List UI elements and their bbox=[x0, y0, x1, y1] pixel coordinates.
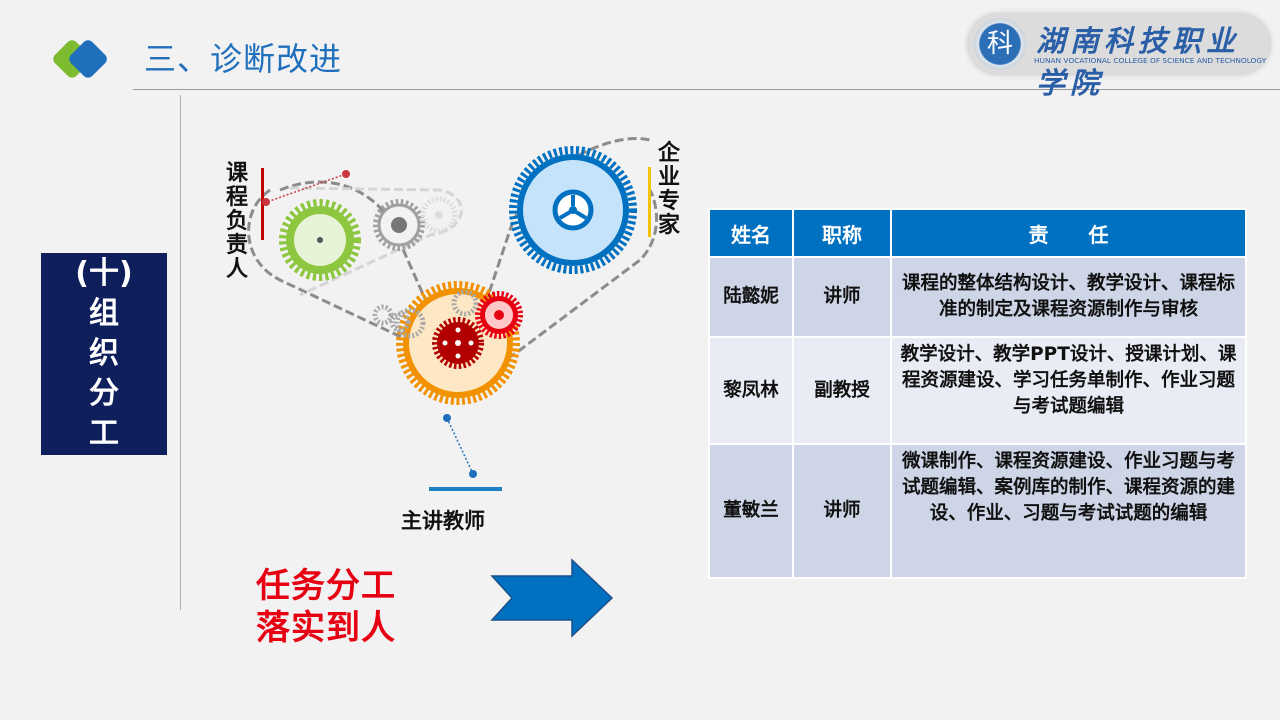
college-logo: 科 湖南科技职业学院 HUNAN VOCATIONAL COLLEGE OF S… bbox=[968, 14, 1270, 100]
enterprise-expert-marker bbox=[648, 167, 651, 237]
section-char: 分 bbox=[89, 376, 119, 411]
slogan: 任务分工 落实到人 bbox=[256, 565, 396, 649]
cell-title: 讲师 bbox=[794, 445, 890, 577]
light-gray-gear bbox=[420, 196, 458, 234]
cell-name: 董敏兰 bbox=[710, 445, 792, 577]
cell-duty: 教学设计、教学PPT设计、授课计划、课程资源建设、学习任务单制作、作业习题与考试… bbox=[892, 338, 1245, 443]
role-label-enterprise-expert: 企业专家 bbox=[657, 141, 680, 238]
column-header-name: 姓名 bbox=[710, 210, 792, 256]
cell-duty: 微课制作、课程资源建设、作业习题与考试题编辑、案例库的制作、课程资源的建设、作业… bbox=[892, 445, 1245, 577]
section-char: 织 bbox=[89, 336, 119, 371]
column-header-title: 职称 bbox=[794, 210, 890, 256]
blue-gear bbox=[509, 146, 637, 274]
cell-name: 陆懿妮 bbox=[710, 258, 792, 336]
vertical-divider bbox=[180, 95, 181, 610]
section-char: 工 bbox=[89, 416, 119, 451]
cell-title: 副教授 bbox=[794, 338, 890, 443]
section-char: 组 bbox=[89, 296, 119, 331]
slogan-line: 任务分工 bbox=[256, 566, 396, 606]
table-header-row: 姓名 职称 责 任 bbox=[710, 210, 1245, 256]
page-title: 三、诊断改进 bbox=[144, 40, 343, 78]
cell-name: 黎凤林 bbox=[710, 338, 792, 443]
dark-red-gear bbox=[432, 317, 484, 369]
role-label-course-lead: 课程负责人 bbox=[225, 161, 248, 282]
cell-title: 讲师 bbox=[794, 258, 890, 336]
small-gear bbox=[451, 289, 479, 317]
small-gear bbox=[394, 307, 426, 339]
college-name-en: HUNAN VOCATIONAL COLLEGE OF SCIENCE AND … bbox=[1034, 56, 1267, 65]
cell-duty: 课程的整体结构设计、教学设计、课程标准的制定及课程资源制作与审核 bbox=[892, 258, 1245, 336]
small-gear bbox=[372, 304, 394, 326]
gear-diagram bbox=[247, 137, 659, 491]
table-row: 陆懿妮 讲师 课程的整体结构设计、教学设计、课程标准的制定及课程资源制作与审核 bbox=[710, 258, 1245, 336]
college-name-cn: 湖南科技职业学院 bbox=[1036, 24, 1241, 100]
section-label-box: (十) 组 织 分 工 bbox=[41, 253, 167, 455]
course-lead-marker bbox=[261, 168, 264, 240]
arrow-right-icon bbox=[490, 558, 614, 638]
table-row: 董敏兰 讲师 微课制作、课程资源建设、作业习题与考试题编辑、案例库的制作、课程资… bbox=[710, 445, 1245, 577]
table-row: 黎凤林 副教授 教学设计、教学PPT设计、授课计划、课程资源建设、学习任务单制作… bbox=[710, 338, 1245, 443]
slogan-line: 落实到人 bbox=[256, 608, 396, 648]
section-number: (十) bbox=[75, 256, 133, 291]
red-gear bbox=[475, 291, 523, 339]
responsibility-table: 姓名 职称 责 任 陆懿妮 讲师 课程的整体结构设计、教学设计、课程标准的制定及… bbox=[708, 208, 1247, 579]
section-header-icon bbox=[53, 40, 107, 78]
role-label-lead-teacher: 主讲教师 bbox=[401, 509, 485, 533]
belt-path-faded bbox=[289, 186, 463, 297]
green-gear bbox=[279, 199, 361, 281]
college-seal: 科 bbox=[974, 18, 1026, 70]
header-divider bbox=[133, 89, 1280, 90]
lead-teacher-marker bbox=[429, 487, 502, 491]
column-header-duty: 责 任 bbox=[892, 210, 1245, 256]
gray-gear bbox=[373, 199, 425, 251]
